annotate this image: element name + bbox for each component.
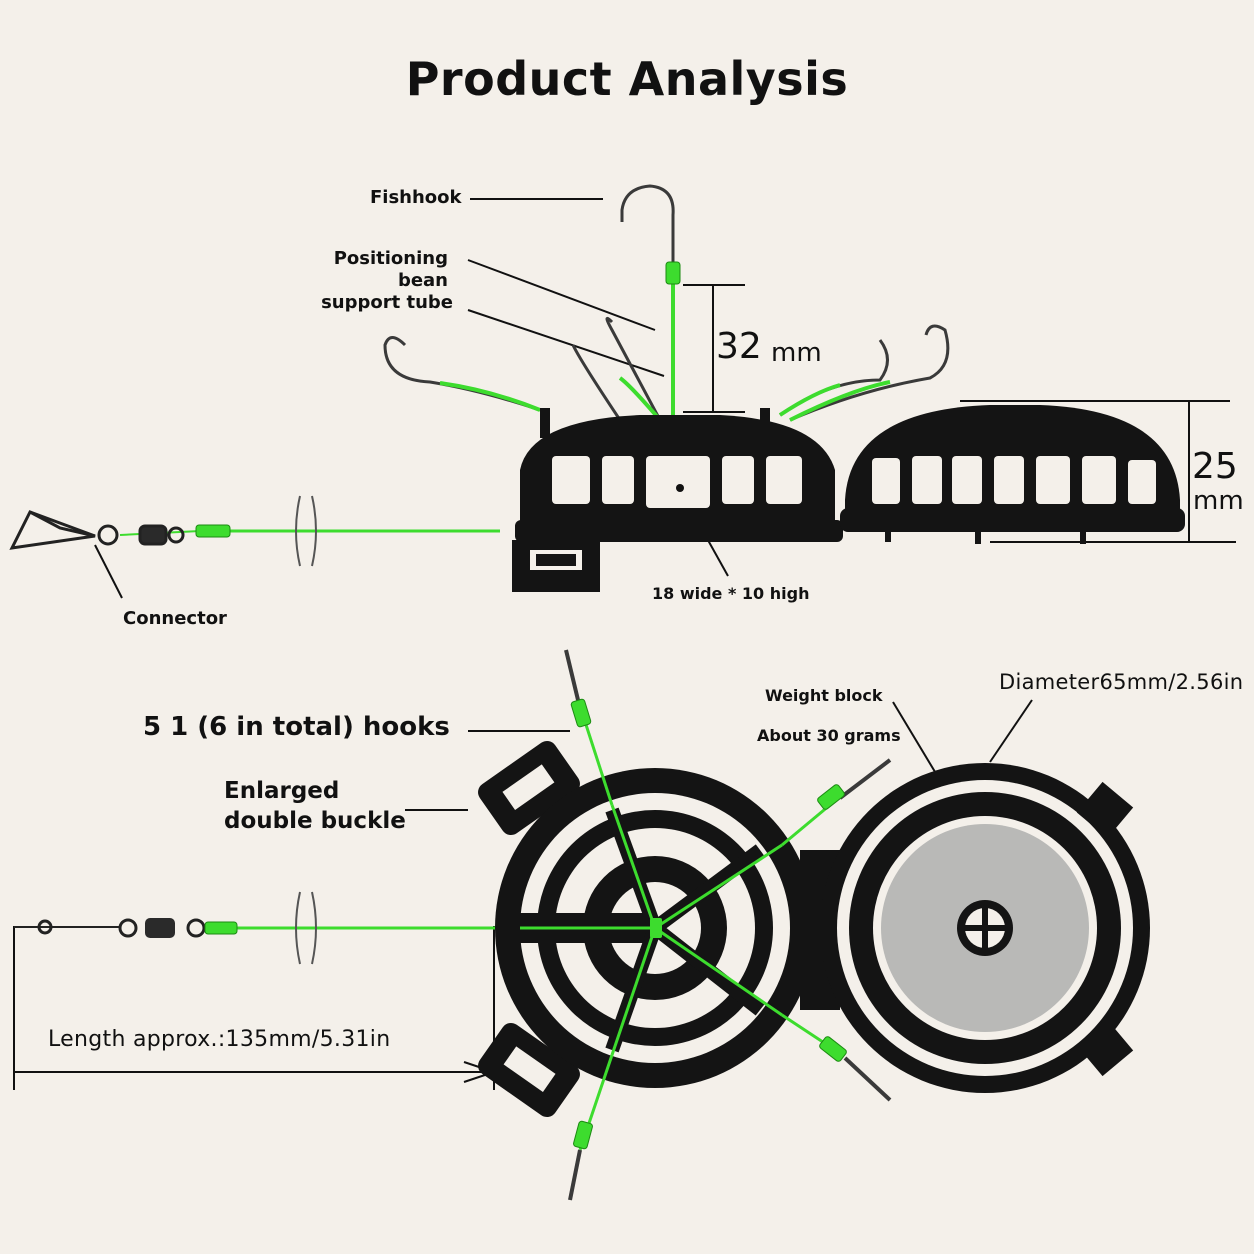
double-buckle: [478, 740, 580, 1118]
length-dimension-lines: [13, 926, 498, 1090]
weight-cage-top: [820, 763, 1150, 1093]
hook-sleeves-top: [570, 698, 847, 1150]
label-length: Length approx.:135mm/5.31in: [48, 1027, 391, 1052]
green-tubes-side: [439, 262, 891, 422]
cage-windows-weight: [872, 456, 1156, 504]
label-positioning-3: support tube: [321, 292, 453, 313]
label-positioning-1: Positioning: [333, 248, 448, 269]
label-window-size: 18 wide * 10 high: [652, 584, 810, 603]
dim-32-unit: mm: [771, 338, 822, 368]
dim-25-unit: mm: [1193, 486, 1244, 516]
label-weight-block: Weight block: [765, 686, 883, 705]
fishing-line-side: [119, 495, 500, 567]
dim-25-value: 25: [1192, 446, 1238, 487]
label-buckle-1: Enlarged: [224, 778, 340, 804]
dimension-32mm-lines: [683, 284, 745, 413]
cage-windows-side: [552, 456, 802, 508]
weight-cage-tabs: [1076, 781, 1134, 1077]
cage-with-hooks: [383, 184, 950, 592]
dim-32-value: 32: [716, 326, 762, 367]
label-buckle-2: double buckle: [224, 808, 406, 834]
snap-swivel-connector: [9, 510, 185, 550]
top-view: [13, 649, 1150, 1201]
dimension-25mm-lines: [960, 400, 1236, 543]
label-diameter: Diameter65mm/2.56in: [999, 670, 1244, 694]
side-view: [9, 184, 1236, 599]
label-connector: Connector: [123, 608, 227, 629]
label-hooks: 5 1 (6 in total) hooks: [143, 712, 450, 742]
hook-cage-top: [478, 649, 892, 1201]
hooks-side: [383, 184, 950, 422]
label-positioning-2: bean: [397, 270, 448, 291]
label-weight: About 30 grams: [757, 726, 901, 745]
cage-weight-side: [840, 405, 1185, 544]
fishing-line-top: [14, 891, 520, 965]
hooks-top: [564, 649, 892, 1201]
page-title: Product Analysis: [405, 52, 849, 106]
label-fishhook: Fishhook: [370, 187, 462, 208]
